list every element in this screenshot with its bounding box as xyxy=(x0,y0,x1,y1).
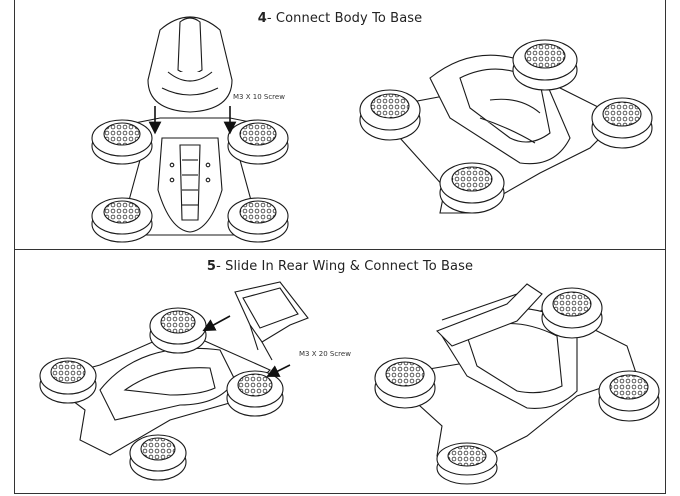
step-4-screw-callout: M3 X 10 Screw xyxy=(233,93,285,101)
step-5-panel: 5- Slide In Rear Wing & Connect To Base … xyxy=(14,250,666,494)
step-4-title: 4- Connect Body To Base xyxy=(15,11,665,26)
step-4-number: 4 xyxy=(257,11,267,26)
step-5-title-text: - Slide In Rear Wing & Connect To Base xyxy=(216,259,474,274)
step-5-exploded-illustration xyxy=(39,281,309,481)
step-4-exploded-illustration xyxy=(91,16,289,243)
step-4-assembled-illustration xyxy=(359,39,653,214)
step-5-number: 5 xyxy=(206,259,217,274)
step-5-title: 5- Slide In Rear Wing & Connect To Base xyxy=(15,259,665,274)
step-5-assembled-illustration xyxy=(374,283,660,485)
step-5-screw-callout: M3 X 20 Screw xyxy=(299,350,351,358)
step-4-title-text: - Connect Body To Base xyxy=(266,11,423,26)
step-4-panel: 4- Connect Body To Base M3 X 10 Screw xyxy=(14,0,666,250)
